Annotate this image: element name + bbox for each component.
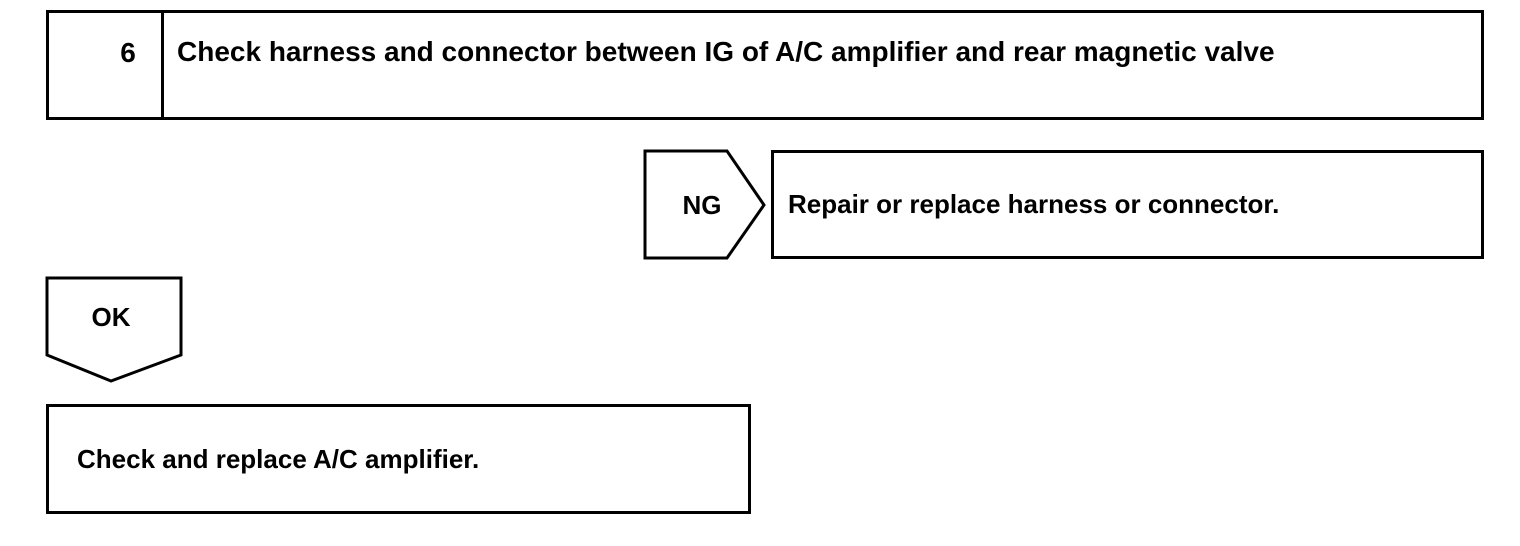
ok-label: OK (92, 302, 131, 332)
step-divider (161, 13, 164, 117)
step-title: Check harness and connector between IG o… (177, 36, 1275, 67)
ng-label: NG (683, 190, 722, 220)
step-number: 6 (120, 37, 136, 68)
ng-result-box: Repair or replace harness or connector. (771, 150, 1484, 259)
ng-arrow-shape (643, 149, 766, 260)
ok-arrow-shape (45, 276, 183, 383)
ng-result-text: Repair or replace harness or connector. (788, 189, 1280, 219)
step-box: 6 Check harness and connector between IG… (46, 10, 1484, 120)
ok-result-box: Check and replace A/C amplifier. (46, 404, 751, 514)
ok-result-text: Check and replace A/C amplifier. (77, 444, 480, 474)
